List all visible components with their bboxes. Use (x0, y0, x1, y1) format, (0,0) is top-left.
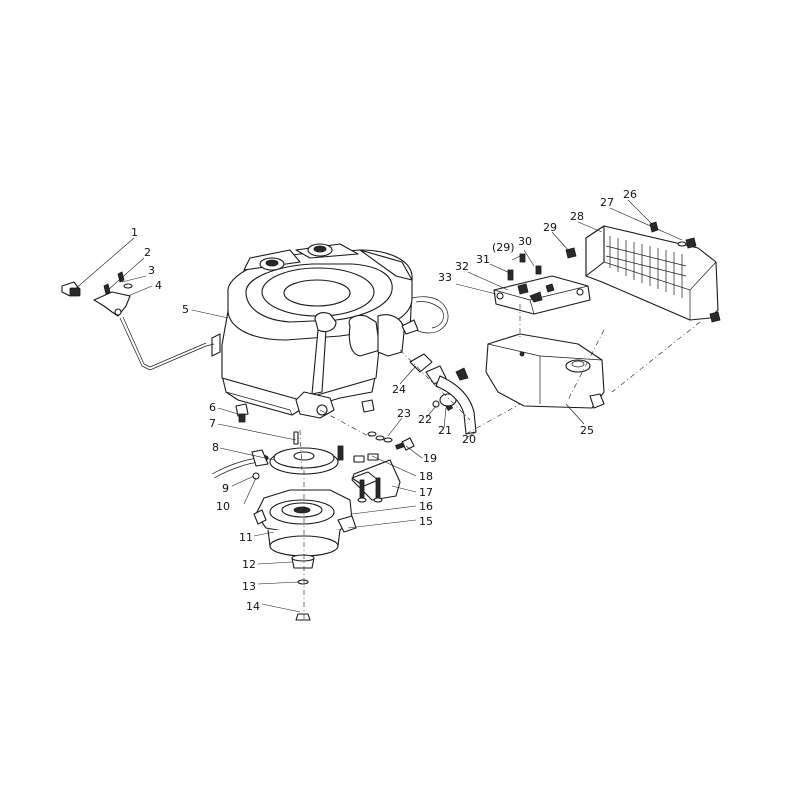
callout-26: 26 (623, 188, 637, 201)
engine-bolts (235, 353, 469, 451)
callout-1: 1 (131, 226, 138, 239)
callout-23: 23 (397, 407, 411, 420)
callout-25: 25 (580, 424, 594, 437)
callout-33: 33 (438, 271, 452, 284)
callout-15: 15 (419, 515, 433, 528)
callout-20: 20 (462, 433, 476, 446)
callout-22: 22 (418, 413, 432, 426)
callout-29-ref: (29) (492, 241, 515, 254)
callout-16: 16 (419, 500, 433, 513)
callout-11: 11 (239, 531, 253, 544)
callout-8: 8 (212, 441, 219, 454)
callout-14: 14 (246, 600, 260, 613)
leader-lines (73, 199, 683, 613)
callout-31: 31 (476, 253, 490, 266)
callout-29: 29 (543, 221, 557, 234)
assembly-lines (299, 403, 521, 620)
callout-10: 10 (216, 500, 230, 513)
muffler-bracket (493, 253, 591, 340)
callout-9: 9 (222, 482, 229, 495)
engine-block (119, 243, 449, 479)
callout-19: 19 (423, 452, 437, 465)
callout-27: 27 (600, 196, 614, 209)
callout-2: 2 (144, 246, 151, 259)
callout-12: 12 (242, 558, 256, 571)
callout-3: 3 (148, 264, 155, 277)
callout-13: 13 (242, 580, 256, 593)
callout-labels: 1 2 3 4 5 6 7 8 9 10 11 12 13 14 15 16 1… (131, 188, 637, 613)
callout-17: 17 (419, 486, 433, 499)
callout-18: 18 (419, 470, 433, 483)
muffler (485, 333, 605, 409)
callout-6: 6 (209, 401, 216, 414)
heat-shield (565, 221, 721, 401)
callout-28: 28 (570, 210, 584, 223)
pto-clutch-assembly (251, 431, 401, 621)
callout-30: 30 (518, 235, 532, 248)
callout-7: 7 (209, 417, 216, 430)
callout-5: 5 (182, 303, 189, 316)
callout-21: 21 (438, 424, 452, 437)
callout-24: 24 (392, 383, 406, 396)
throttle-control-parts (61, 271, 133, 317)
callout-4: 4 (155, 279, 162, 292)
callout-32: 32 (455, 260, 469, 273)
